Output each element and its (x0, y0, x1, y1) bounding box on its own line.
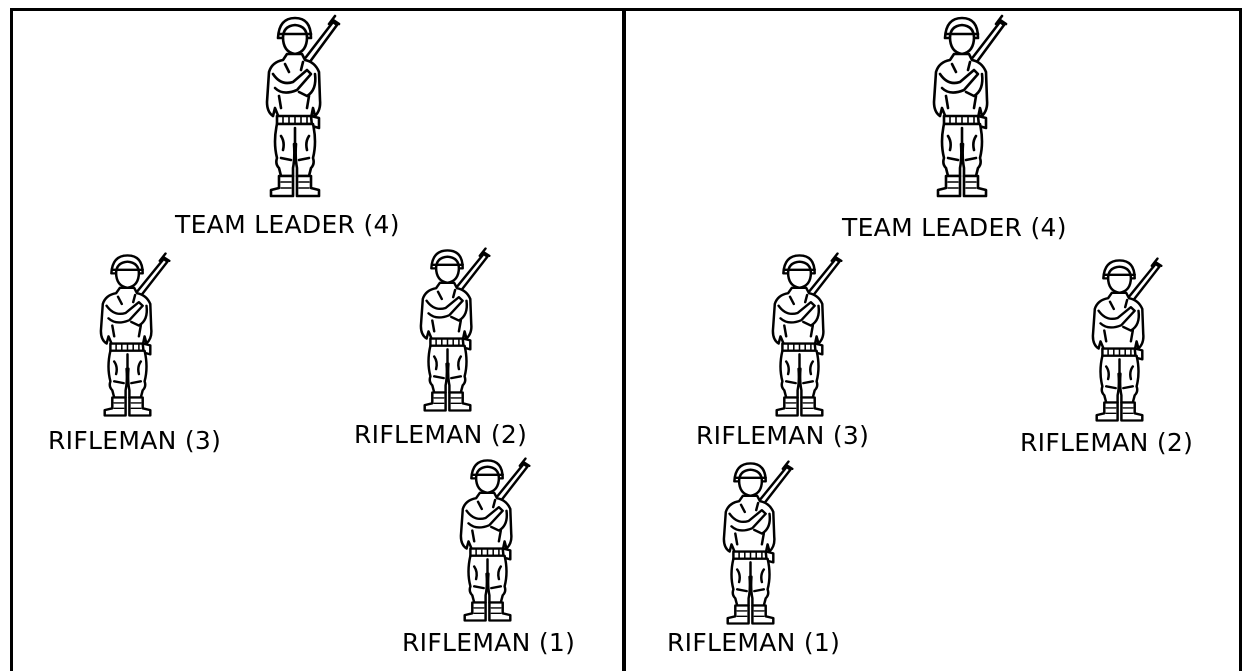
rifleman-2-label: RIFLEMAN (2) (1020, 428, 1194, 457)
rifleman-1-soldier-icon (703, 458, 798, 628)
rifleman-3-label: RIFLEMAN (3) (696, 421, 870, 450)
rifleman-2-soldier-icon (1072, 255, 1167, 425)
team-leader-label: TEAM LEADER (4) (842, 213, 1067, 242)
rifleman-3-label: RIFLEMAN (3) (48, 426, 222, 455)
rifleman-1-label: RIFLEMAN (1) (402, 628, 576, 657)
left-panel (10, 8, 624, 671)
rifleman-2-label: RIFLEMAN (2) (354, 420, 528, 449)
rifleman-1-soldier-icon (440, 455, 535, 625)
team-leader-soldier-icon (245, 12, 345, 201)
right-panel (624, 8, 1242, 671)
rifleman-3-soldier-icon (752, 250, 847, 420)
team-leader-soldier-icon (912, 12, 1012, 201)
team-leader-label: TEAM LEADER (4) (175, 210, 400, 239)
rifleman-2-soldier-icon (400, 245, 495, 415)
rifleman-1-label: RIFLEMAN (1) (667, 628, 841, 657)
rifleman-3-soldier-icon (80, 250, 175, 420)
